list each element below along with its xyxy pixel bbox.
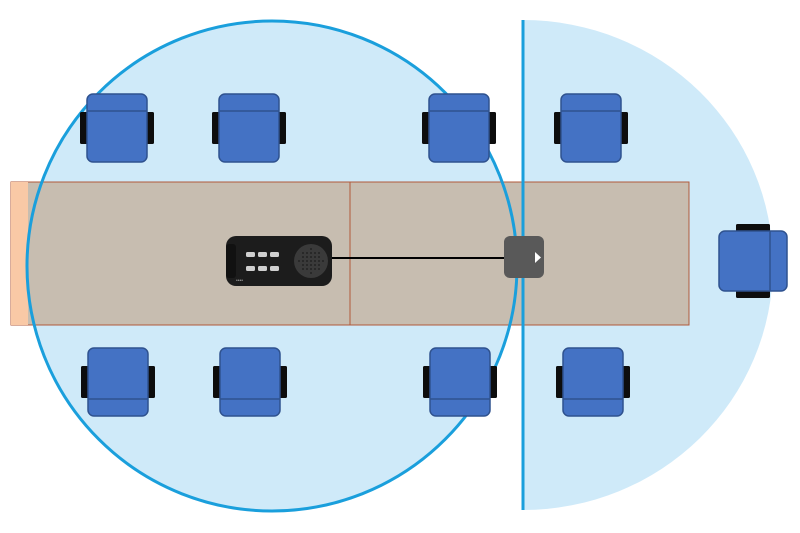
grille-dot bbox=[310, 248, 312, 250]
office-chair-icon bbox=[213, 347, 287, 417]
speakerphone-label: •••• bbox=[236, 278, 243, 284]
chair-armrest bbox=[423, 366, 431, 398]
grille-dot bbox=[306, 256, 308, 258]
chair-seat bbox=[218, 93, 280, 163]
chair-armrest bbox=[422, 112, 430, 144]
chair-seat bbox=[219, 347, 281, 417]
grille-dot bbox=[302, 260, 304, 262]
grille-dot bbox=[310, 268, 312, 270]
chair-seat bbox=[428, 93, 490, 163]
chair-armrest bbox=[146, 112, 154, 144]
speakerphone-button-1 bbox=[246, 252, 255, 257]
speakerphone-button-panel bbox=[246, 252, 279, 271]
speakerphone-left-wing bbox=[226, 244, 236, 278]
chairs-group bbox=[80, 93, 788, 417]
chair-armrest bbox=[554, 112, 562, 144]
grille-dot bbox=[318, 268, 320, 270]
chair-armrest bbox=[279, 366, 287, 398]
conference-table bbox=[10, 181, 690, 326]
grille-dot bbox=[314, 256, 316, 258]
chair-seat bbox=[718, 230, 788, 292]
grille-dot bbox=[314, 268, 316, 270]
chair-armrest bbox=[736, 290, 770, 298]
chair-armrest bbox=[736, 224, 770, 232]
chair-armrest bbox=[81, 366, 89, 398]
chair-armrest bbox=[622, 366, 630, 398]
grille-dot bbox=[310, 260, 312, 262]
conference-speakerphone-icon: •••• bbox=[226, 236, 332, 286]
grille-dot bbox=[302, 268, 304, 270]
grille-dot bbox=[302, 256, 304, 258]
extension-microphone-icon bbox=[504, 236, 544, 278]
grille-dot bbox=[314, 260, 316, 262]
speakerphone-button-2 bbox=[258, 252, 267, 257]
grille-dot bbox=[322, 260, 324, 262]
chair-armrest bbox=[213, 366, 221, 398]
office-chair-icon bbox=[212, 93, 286, 163]
office-chair-icon bbox=[718, 224, 788, 298]
chair-seat bbox=[429, 347, 491, 417]
grille-dot bbox=[302, 252, 304, 254]
chair-armrest bbox=[620, 112, 628, 144]
chair-armrest bbox=[147, 366, 155, 398]
grille-dot bbox=[306, 260, 308, 262]
grille-dot bbox=[310, 256, 312, 258]
table-end-segment bbox=[11, 182, 28, 325]
office-chair-icon bbox=[422, 93, 496, 163]
office-chair-icon bbox=[80, 93, 154, 163]
grille-dot bbox=[318, 260, 320, 262]
speakerphone-button-4 bbox=[246, 266, 255, 271]
speakerphone-button-6 bbox=[270, 266, 279, 271]
grille-dot bbox=[302, 264, 304, 266]
grille-dot bbox=[306, 264, 308, 266]
extension-mic-body bbox=[504, 236, 544, 278]
grille-dot bbox=[310, 264, 312, 266]
office-chair-icon bbox=[423, 347, 497, 417]
grille-dot bbox=[318, 264, 320, 266]
office-chair-icon bbox=[554, 93, 628, 163]
chair-seat bbox=[562, 347, 624, 417]
chair-armrest bbox=[488, 112, 496, 144]
grille-dot bbox=[306, 252, 308, 254]
chair-armrest bbox=[278, 112, 286, 144]
chair-seat bbox=[560, 93, 622, 163]
chair-armrest bbox=[212, 112, 220, 144]
play-triangle-icon bbox=[535, 252, 541, 263]
chair-seat bbox=[86, 93, 148, 163]
grille-dot bbox=[314, 264, 316, 266]
grille-dot bbox=[318, 256, 320, 258]
speakerphone-button-3 bbox=[270, 252, 279, 257]
grille-dot bbox=[314, 252, 316, 254]
office-chair-icon bbox=[81, 347, 155, 417]
grille-dot bbox=[310, 272, 312, 274]
chair-armrest bbox=[80, 112, 88, 144]
grille-dot bbox=[310, 252, 312, 254]
office-chair-icon bbox=[556, 347, 630, 417]
grille-dot bbox=[318, 252, 320, 254]
speakerphone-button-5 bbox=[258, 266, 267, 271]
grille-dot bbox=[298, 260, 300, 262]
speakerphone-grille-dots bbox=[298, 248, 324, 274]
chair-armrest bbox=[489, 366, 497, 398]
grille-dot bbox=[306, 268, 308, 270]
chair-seat bbox=[87, 347, 149, 417]
chair-armrest bbox=[556, 366, 564, 398]
